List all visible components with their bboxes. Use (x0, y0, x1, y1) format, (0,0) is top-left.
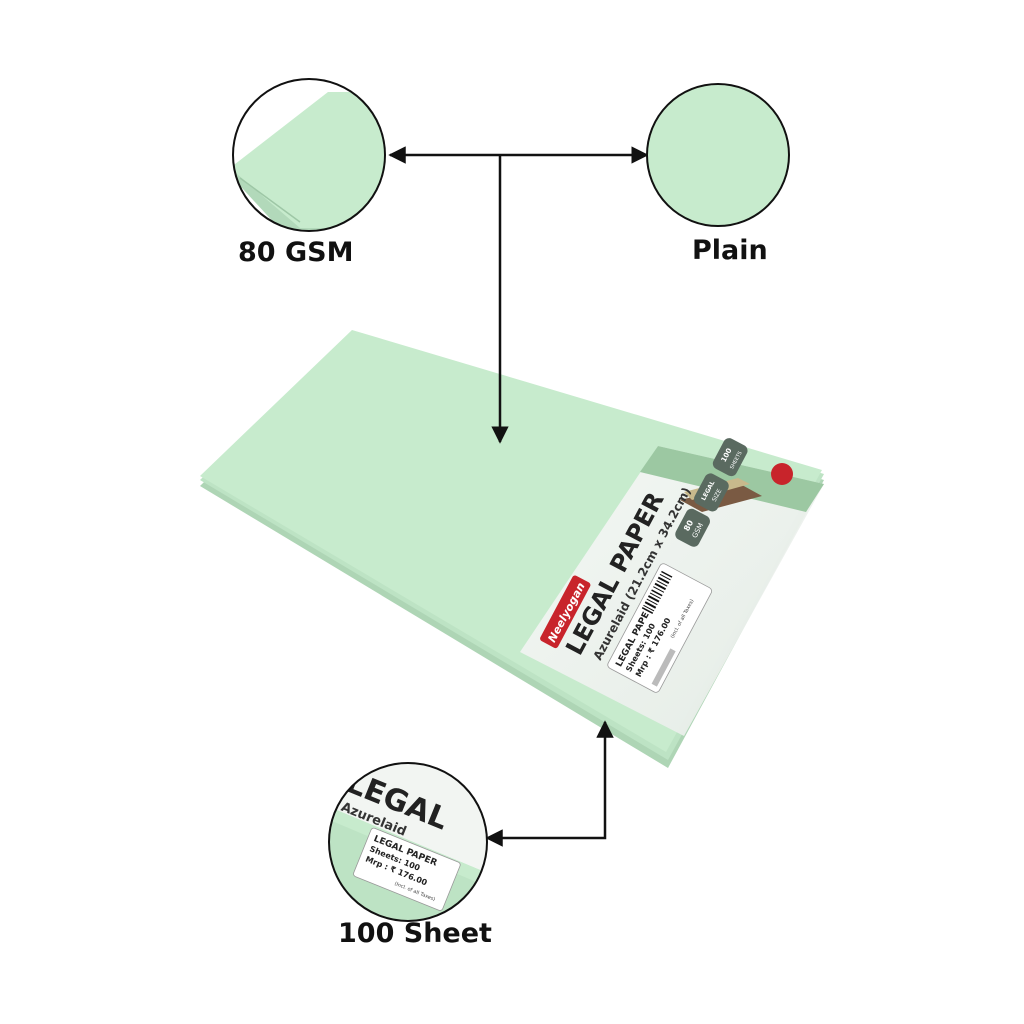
label-80-gsm: 80 GSM (238, 237, 354, 268)
barcode-icon (640, 567, 675, 616)
connector-arrows (388, 146, 649, 847)
badge-size: LEGAL SIZE (694, 473, 729, 512)
zoom-circle-gsm (232, 78, 386, 232)
label-100-sheet: 100 Sheet (338, 918, 492, 949)
badge-gsm: 80 GSM (675, 508, 710, 547)
badge-sheets: 100 SHEETS (712, 438, 748, 477)
zoom-circle-sheet: LEGAL Azurelaid LEGAL PAPER Sheets: 100 … (328, 762, 488, 922)
brand-logo-red-circle (771, 463, 793, 485)
price-sticker: LEGAL PAPER Sheets: 100 Mrp : ₹ 176.00 (… (607, 563, 712, 693)
arrow-edge-connector (485, 720, 614, 847)
brand-logo (540, 575, 591, 649)
label-plain: Plain (692, 235, 768, 266)
zoom-circle-plain (646, 83, 790, 227)
